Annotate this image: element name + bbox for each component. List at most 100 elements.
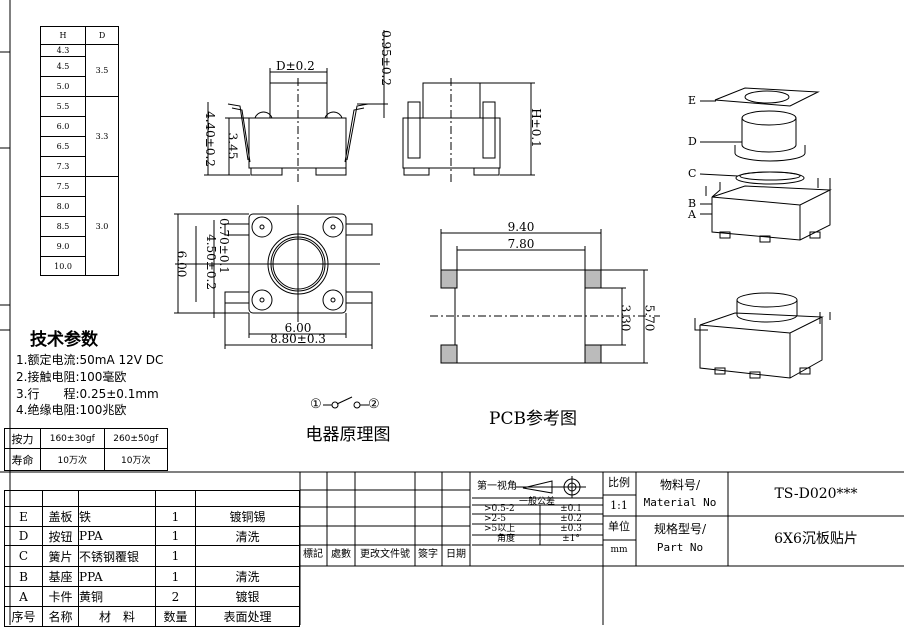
pcb-title: PCB参考图	[489, 409, 577, 429]
material-no-label-en: Material No	[643, 496, 717, 509]
h-value: 6.0	[39, 116, 87, 137]
part-no-value: 6X6沉板贴片	[774, 531, 858, 547]
part-no: A	[4, 586, 43, 607]
h-value: 8.0	[39, 196, 87, 217]
label-e: E	[688, 94, 697, 107]
part-finish: 镀银	[195, 586, 300, 607]
rev-header-mark: 標記	[303, 549, 323, 560]
pcb-layout	[430, 229, 660, 364]
side-view	[402, 78, 535, 182]
part-no-label-en: Part No	[656, 541, 704, 554]
part-no: D	[4, 526, 43, 546]
pcb-dim-inner: 7.80	[507, 237, 535, 251]
h-value: 5.5	[39, 96, 87, 117]
tolerance-value: ±0.2	[560, 514, 582, 524]
part-name: 卡件	[42, 586, 79, 607]
unit-label: 单位	[608, 520, 630, 533]
tolerance-value: ±0.1	[560, 504, 582, 514]
scale-value: 1:1	[610, 499, 628, 512]
dim-height: 4.40±0.2	[202, 111, 217, 167]
part-name: 按钮	[42, 526, 79, 546]
part-qty: 1	[155, 526, 196, 546]
header-name: 名称	[42, 606, 79, 627]
part-name: 基座	[42, 566, 79, 587]
part-material: PPA	[78, 566, 156, 587]
part-qty: 1	[155, 506, 196, 527]
exploded-view	[694, 87, 832, 379]
h-value: 8.5	[39, 216, 87, 237]
part-material: PPA	[78, 526, 156, 546]
unit-value: mm	[610, 545, 628, 555]
header-finish: 表面处理	[195, 606, 300, 627]
header-d: D	[85, 26, 119, 45]
dim-pin: 0.70±0.1	[216, 218, 231, 274]
h-value: 4.3	[39, 44, 87, 57]
force-value: 260±50gf	[103, 428, 168, 449]
tolerance-value: ±0.3	[560, 524, 582, 534]
part-no: C	[4, 545, 43, 567]
dim-top: 0.95±0.2	[378, 30, 393, 86]
h-value: 4.5	[39, 56, 87, 77]
spec-item: 4.绝缘电阻:100兆欧	[16, 403, 127, 417]
part-name: 簧片	[42, 545, 79, 567]
part-material: 黄铜	[78, 586, 156, 607]
title-block-lines	[299, 472, 904, 625]
label-a: A	[688, 208, 696, 221]
rev-header-doc: 更改文件號	[360, 549, 410, 560]
dim-body: 3.45	[225, 132, 240, 160]
label-b: B	[688, 197, 697, 210]
part-no-label: 规格型号/	[653, 522, 707, 536]
table-header: 序号名称材 料数量表面处理	[4, 606, 300, 627]
part-qty: 1	[155, 545, 196, 567]
h-value: 10.0	[39, 256, 87, 276]
rev-header-count: 處數	[331, 549, 351, 560]
dim-d: D±0.2	[276, 59, 315, 73]
h-value: 9.0	[39, 236, 87, 257]
dim-h: H±0.1	[528, 108, 543, 148]
schematic-symbol	[323, 396, 369, 409]
rev-header-date: 日期	[446, 549, 466, 560]
spec-item: 1.额定电流:50mA 12V DC	[16, 353, 164, 367]
material-no-value: TS-D020***	[774, 486, 858, 502]
pcb-dim-height: 5.70	[642, 304, 657, 332]
life-value: 10万次	[40, 448, 105, 471]
h-value: 6.5	[39, 136, 87, 157]
life-value: 10万次	[103, 448, 168, 471]
force-label: 按力	[4, 428, 41, 449]
pcb-dim-pad: 3.30	[618, 304, 633, 332]
angle-label: 角度	[496, 534, 516, 544]
h-value: 7.3	[39, 156, 87, 177]
part-qty: 2	[155, 586, 196, 607]
d-value: 3.5	[85, 44, 119, 97]
force-value: 160±30gf	[40, 428, 105, 449]
front-view	[204, 30, 388, 182]
specs-title: 技术参数	[30, 330, 98, 350]
header-h: H	[39, 26, 87, 45]
pcb-dim-outer: 9.40	[507, 220, 535, 234]
material-no-label: 物料号/	[659, 478, 701, 492]
part-qty: 1	[155, 566, 196, 587]
part-no: B	[4, 566, 43, 587]
projection-label: 第一视角	[477, 481, 517, 492]
part-material: 不锈钢覆银	[78, 545, 156, 567]
header-no: 序号	[4, 606, 43, 627]
dim-width: 6.00	[284, 321, 312, 335]
angle-tolerance: ±1°	[562, 534, 580, 544]
dim-top-height: 6.00	[174, 250, 189, 278]
schematic-pin1: ①	[310, 397, 322, 412]
part-no: E	[4, 506, 43, 527]
part-finish: 清洗	[195, 566, 300, 587]
tolerance-range: >5以上	[484, 524, 516, 534]
h-value: 5.0	[39, 76, 87, 97]
tolerance-title: 一般公差	[518, 497, 556, 507]
part-material: 铁	[78, 506, 156, 527]
dim-pitch: 4.50±0.2	[203, 234, 218, 290]
life-label: 寿命	[4, 448, 41, 471]
part-finish	[195, 545, 300, 567]
part-finish: 镀铜锡	[195, 506, 300, 527]
